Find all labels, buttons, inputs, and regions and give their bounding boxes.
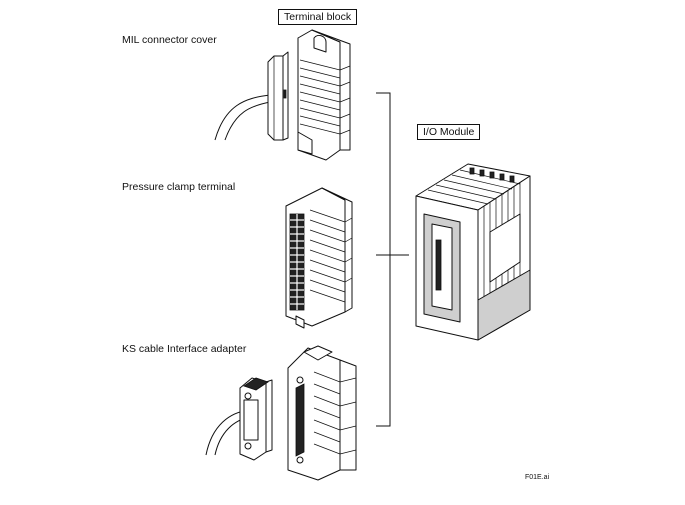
io-module-label: I/O Module (417, 124, 481, 140)
mil-connector-cover (214, 51, 289, 141)
mil-terminal-block (297, 29, 351, 161)
ks-cable-interface-adapter-label: KS cable Interface adapter (122, 343, 247, 355)
figure-id-label: F01E.ai (525, 474, 550, 481)
grouping-bracket (376, 92, 409, 427)
ks-interface-adapter (287, 345, 357, 481)
ks-cable-assembly (205, 377, 273, 461)
terminal-block-label: Terminal block (278, 9, 358, 25)
mil-connector-cover-label: MIL connector cover (122, 34, 217, 46)
io-module (415, 163, 531, 341)
pressure-clamp-terminal-label: Pressure clamp terminal (122, 181, 236, 193)
pressure-clamp-terminal (285, 187, 353, 329)
